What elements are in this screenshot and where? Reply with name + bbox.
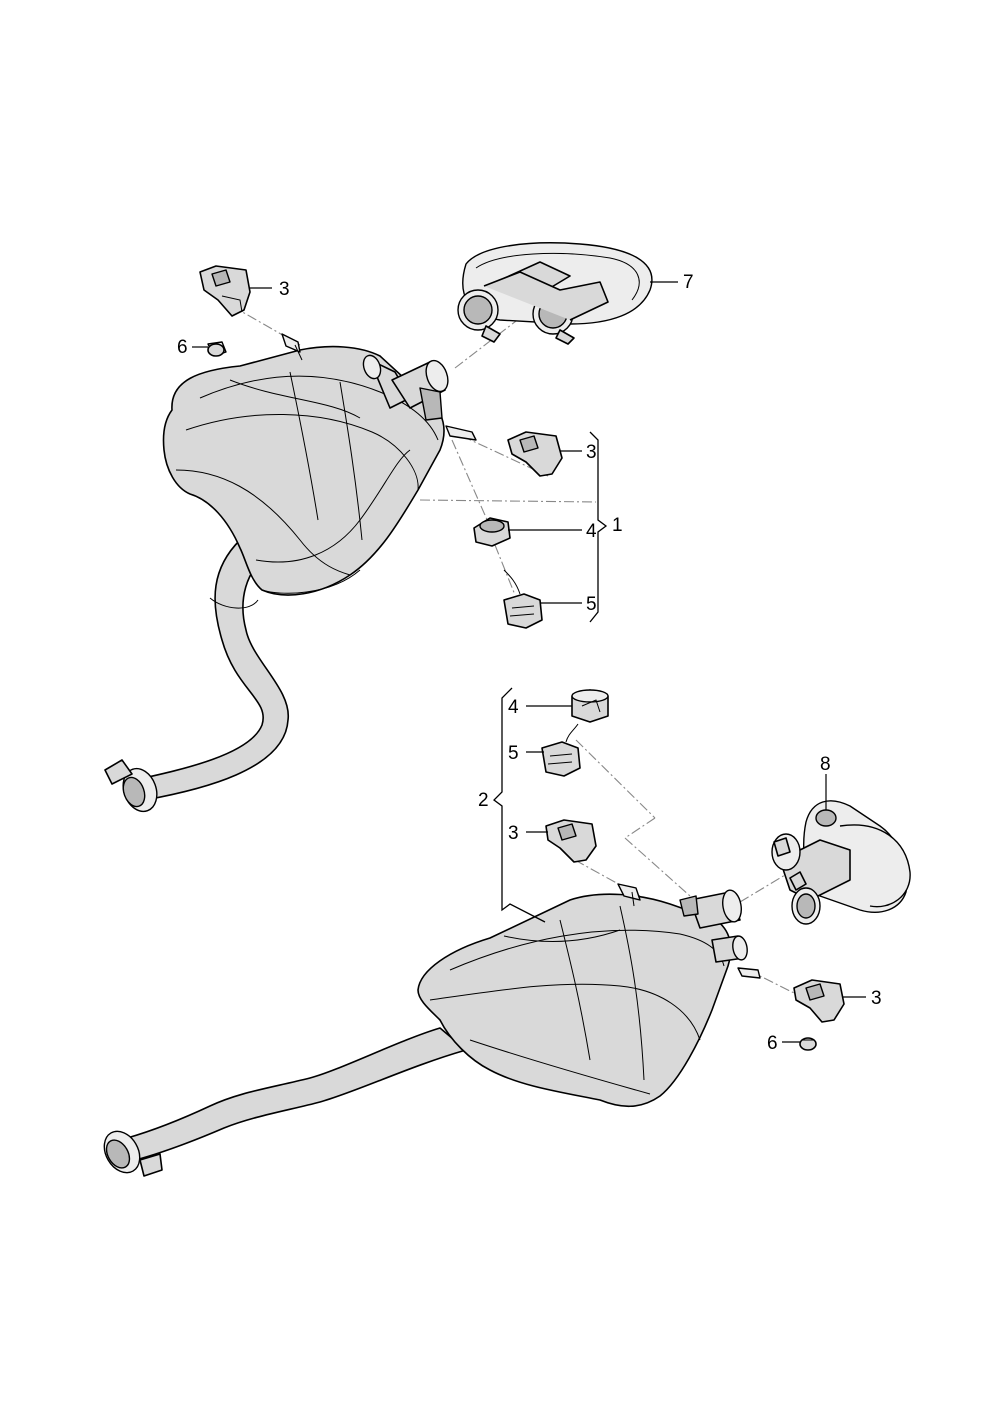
- callout-tailpipe-trim-upper: 7: [683, 272, 694, 293]
- clamp-group-upper: [507, 431, 563, 477]
- upper-bolt-right: [445, 425, 477, 441]
- upper-assembly: 3 6 7 3: [104, 242, 694, 813]
- callout-clamp-top: 3: [279, 279, 290, 300]
- callout-tailpipe-trim-lower: 8: [820, 754, 831, 775]
- lower-bolt: [617, 883, 641, 907]
- tailpipe-trim-lower: [771, 800, 911, 925]
- lower-muffler: [417, 893, 732, 1108]
- actuator-lower: [541, 723, 581, 777]
- lower-inlet-pipe: [103, 1027, 467, 1177]
- callout-muffler-group-upper: 1: [612, 515, 623, 536]
- callout-nut-top: 6: [177, 337, 188, 358]
- callout-clamp-group-upper: 3: [586, 442, 597, 463]
- nut-top-upper: [207, 341, 227, 357]
- upper-muffler: [162, 345, 445, 596]
- lower-outlets: [679, 889, 748, 963]
- callout-actuator-lower: 5: [508, 743, 519, 764]
- callout-nut-bottom: 6: [767, 1033, 778, 1054]
- upper-inlet-pipe: [104, 539, 289, 813]
- clamp-bottom-lower: [793, 979, 845, 1023]
- actuator-upper: [503, 569, 543, 629]
- bushing-lower: [571, 689, 609, 723]
- lower-assembly: 4 5 3 2 8: [103, 687, 911, 1177]
- brace-upper-group: [589, 431, 608, 623]
- brace-lower-group: [493, 687, 546, 923]
- clamp-top-upper: [199, 265, 251, 317]
- callout-bushing-upper: 4: [586, 521, 597, 542]
- tailpipe-trim-upper: [457, 242, 653, 345]
- upper-outlets: [362, 354, 449, 421]
- callout-bushing-lower: 4: [508, 697, 519, 718]
- upper-bolt: [281, 333, 303, 361]
- callout-clamp-group-lower: 3: [508, 823, 519, 844]
- nut-bottom-lower: [799, 1037, 817, 1051]
- callout-muffler-group-lower: 2: [478, 790, 489, 811]
- callout-actuator-upper: 5: [586, 594, 597, 615]
- clamp-group-lower: [545, 819, 597, 863]
- callout-clamp-bottom: 3: [871, 988, 882, 1009]
- bushing-upper: [473, 517, 511, 547]
- lower-bolt-right: [737, 967, 761, 979]
